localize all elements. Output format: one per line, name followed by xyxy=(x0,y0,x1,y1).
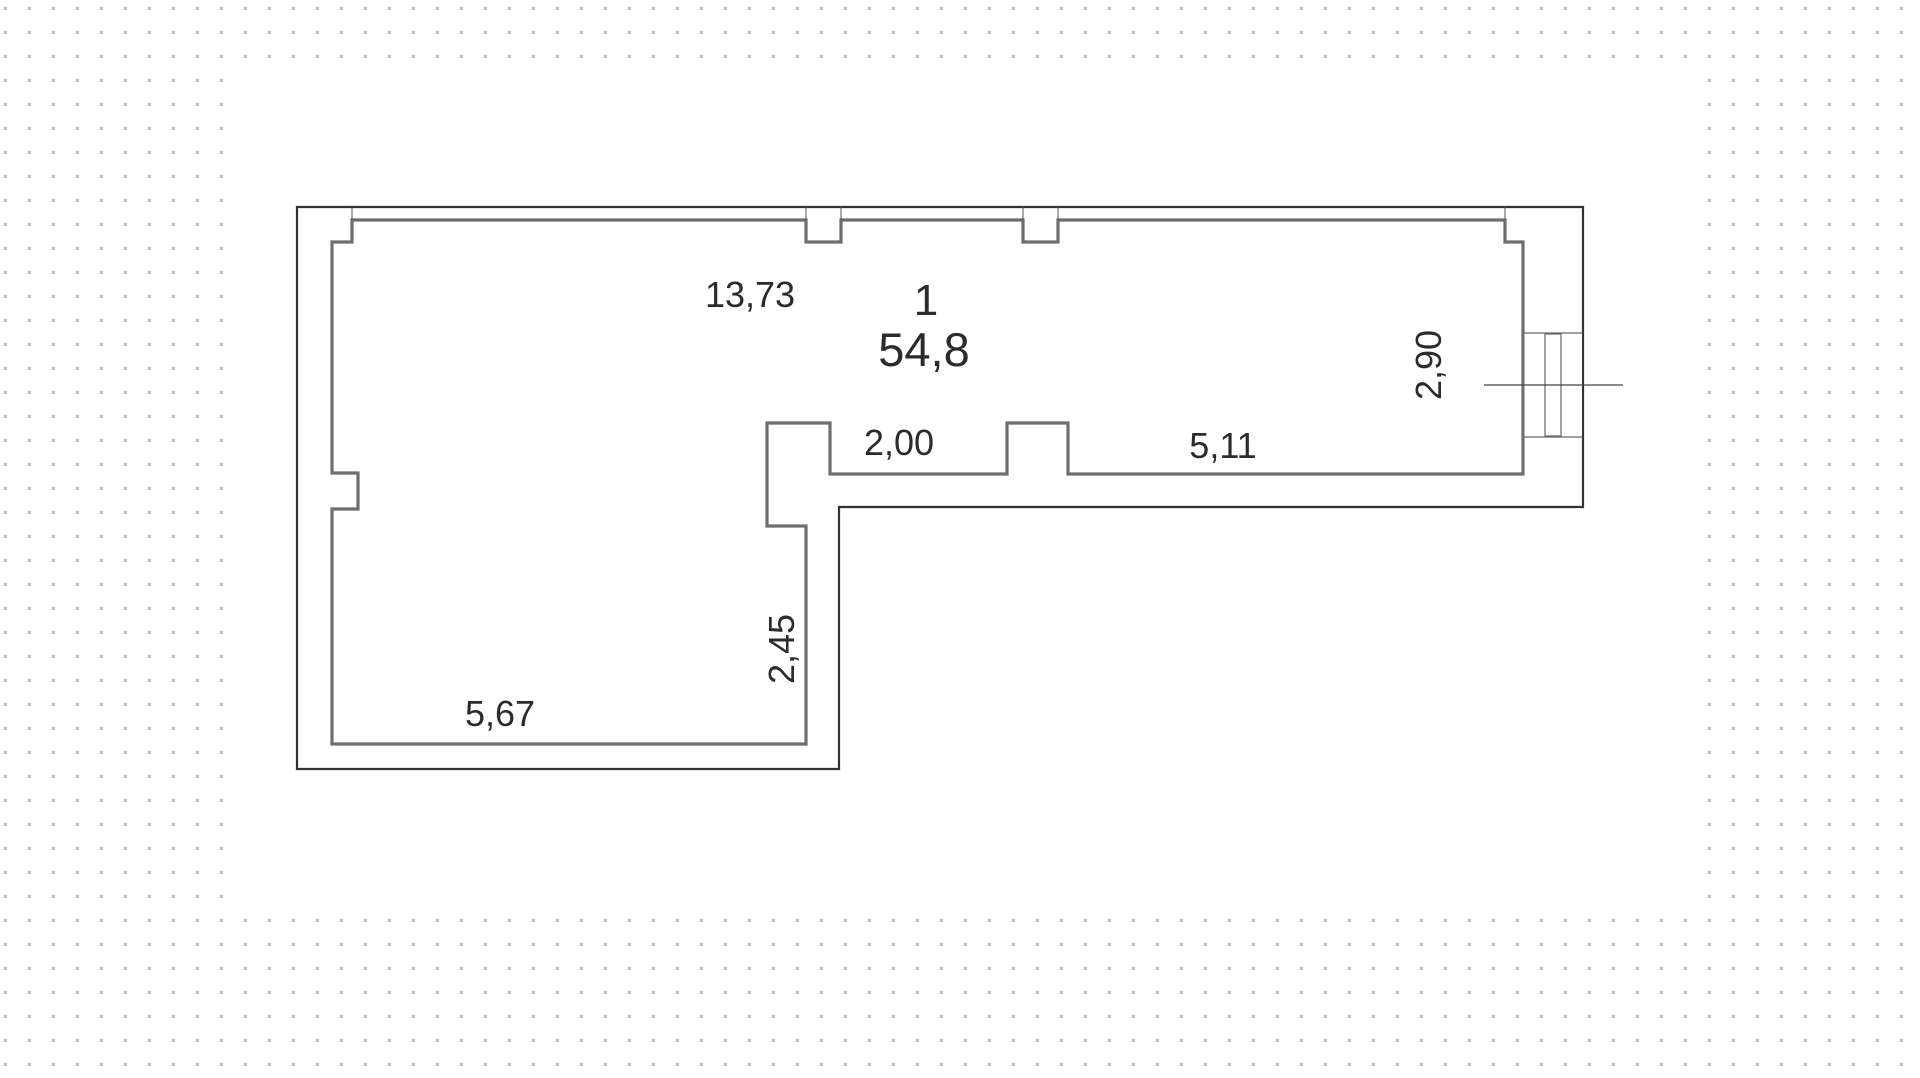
room-area: 54,8 xyxy=(878,323,969,376)
dot-grid-right xyxy=(1692,72,1920,1078)
dim-right-wall: 2,90 xyxy=(1408,330,1449,400)
room-number: 1 xyxy=(914,276,938,325)
dot-grid-left xyxy=(0,72,228,1078)
dim-bottom-wall: 5,67 xyxy=(465,693,535,734)
dim-top-wall: 13,73 xyxy=(705,274,795,315)
dim-inner-ledge: 2,00 xyxy=(864,422,934,463)
dim-inner-right-ledge: 5,11 xyxy=(1189,425,1256,466)
dot-grid-top xyxy=(0,0,1920,72)
dot-grid-bottom xyxy=(0,912,1920,1078)
dim-lower-inner-wall: 2,45 xyxy=(761,614,802,684)
